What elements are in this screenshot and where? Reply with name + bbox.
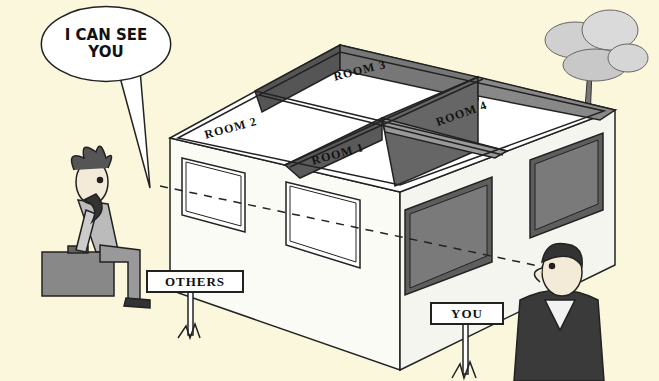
window	[286, 182, 360, 268]
tree-foliage	[608, 44, 648, 72]
standing-man	[514, 243, 604, 381]
line-of-sight	[160, 186, 548, 268]
arm	[76, 210, 96, 252]
grass	[178, 324, 200, 338]
sign-board: OTHERS	[146, 270, 244, 293]
window	[182, 158, 245, 232]
sign-text: OTHERS	[165, 274, 225, 290]
bubble-tail	[118, 70, 150, 188]
mustache	[84, 194, 102, 222]
legs	[100, 245, 140, 300]
hair	[72, 146, 112, 170]
speech-bubble: I CAN SEE YOU	[40, 5, 172, 83]
sign-text: YOU	[451, 306, 483, 322]
nose	[534, 268, 542, 282]
collar	[545, 300, 575, 330]
window	[290, 186, 356, 262]
eye	[550, 264, 555, 269]
window	[405, 177, 492, 295]
window	[530, 133, 603, 238]
window	[410, 185, 487, 288]
sitting-man	[42, 146, 150, 308]
speech-text: I CAN SEE YOU	[64, 27, 148, 61]
grass	[452, 362, 476, 378]
coat	[514, 290, 604, 381]
sign-board: YOU	[430, 302, 504, 325]
inner-shade	[255, 45, 340, 112]
bubble-ellipse	[41, 7, 170, 82]
hair	[542, 243, 582, 266]
sign-post	[188, 291, 193, 335]
window	[535, 140, 598, 230]
eye	[98, 178, 103, 183]
sign-post	[463, 324, 468, 374]
shoe	[124, 298, 150, 308]
